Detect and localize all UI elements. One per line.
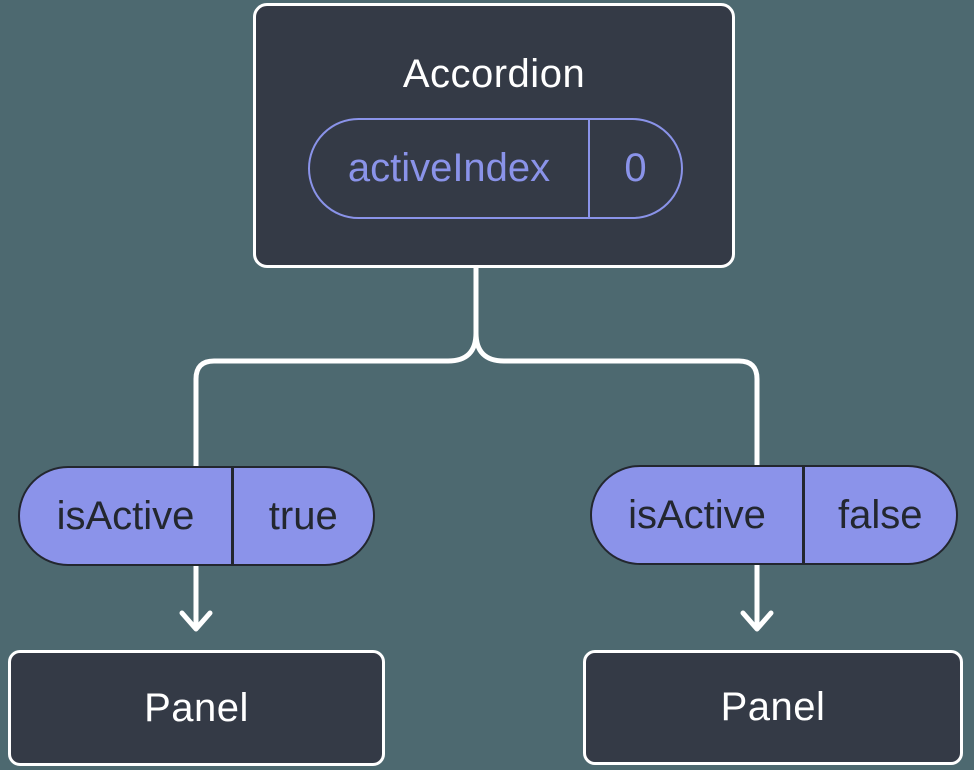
accordion-node-title: Accordion xyxy=(402,52,586,96)
prop-pill-value: false xyxy=(838,492,923,537)
panel-node-title: Panel xyxy=(144,685,249,730)
tree-connector-line xyxy=(193,263,760,469)
state-pill-divider xyxy=(588,120,590,217)
panel-node-title: Panel xyxy=(720,685,826,729)
prop-pill-value: true xyxy=(268,493,338,538)
arrow-down-right-icon xyxy=(740,562,774,632)
prop-pill-divider xyxy=(231,468,234,564)
prop-pill-divider xyxy=(802,467,805,563)
prop-pill-name: isActive xyxy=(628,492,766,537)
arrow-down-left-icon xyxy=(179,563,213,632)
panel-node-right: Panel xyxy=(583,650,963,765)
state-pill-name: activeIndex xyxy=(347,146,551,190)
state-pill: activeIndex 0 xyxy=(308,118,683,219)
prop-pill-right: isActive false xyxy=(590,465,958,565)
prop-pill-name: isActive xyxy=(56,493,195,538)
state-pill-value: 0 xyxy=(624,146,647,190)
prop-pill-left: isActive true xyxy=(18,466,375,566)
accordion-node: Accordion activeIndex 0 xyxy=(253,3,735,268)
panel-node-left: Panel xyxy=(8,650,385,766)
